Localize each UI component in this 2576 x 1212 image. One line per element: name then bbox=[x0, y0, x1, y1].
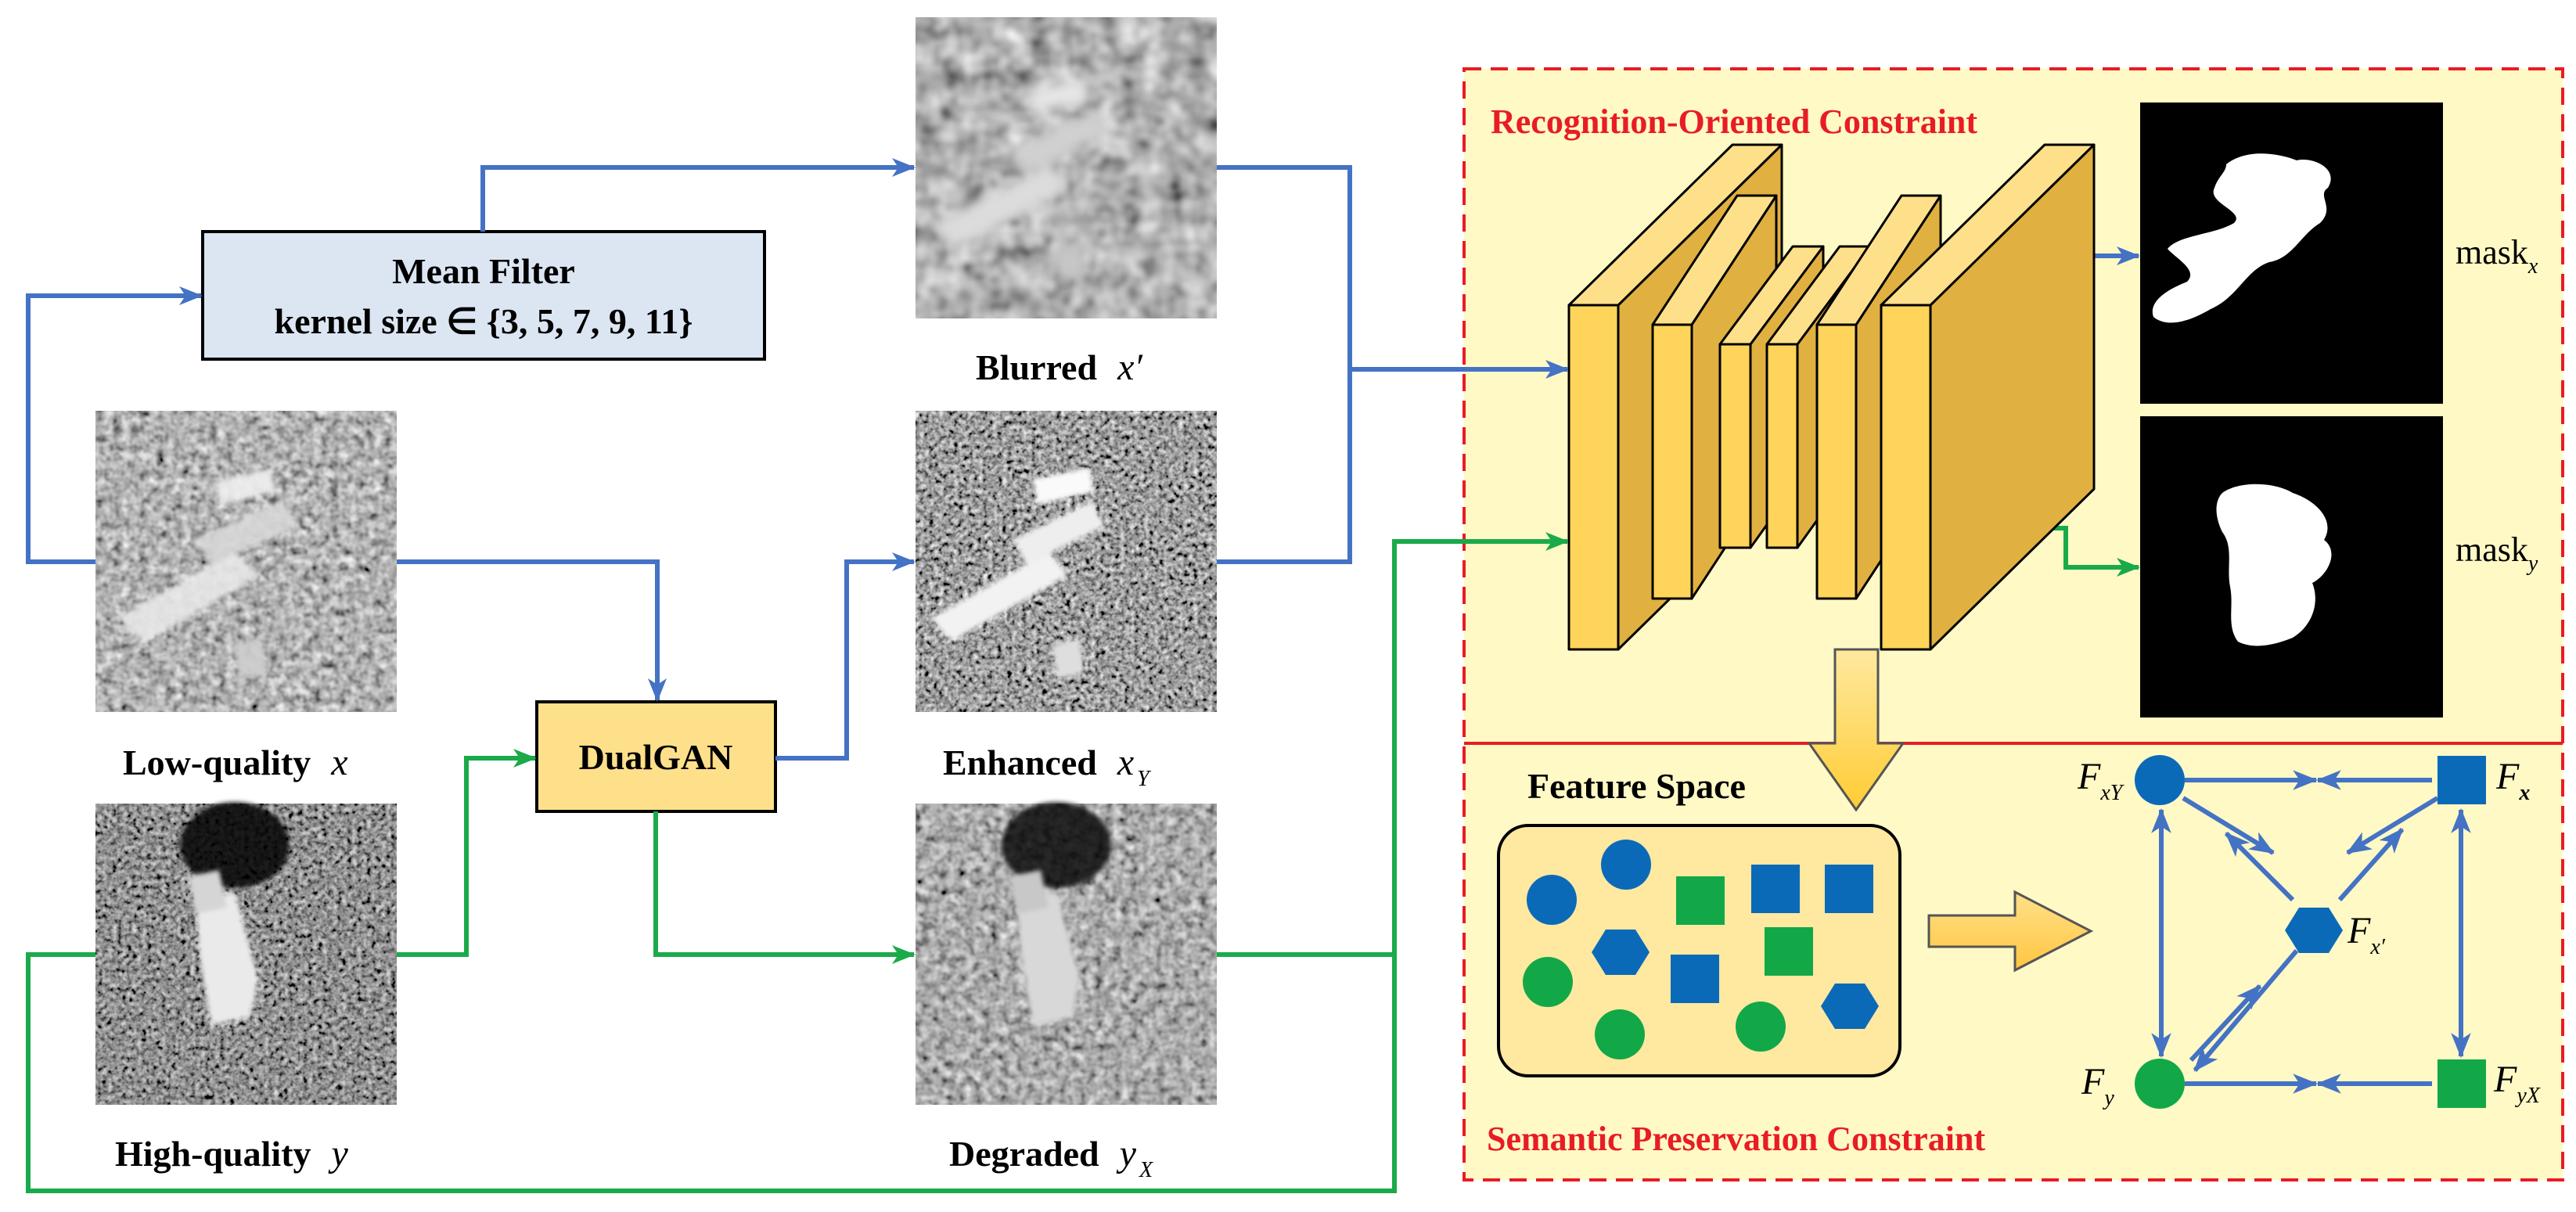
graph-node-fy bbox=[2135, 1059, 2185, 1109]
mask-y-label: masky bbox=[2455, 530, 2538, 576]
mean-filter-box bbox=[201, 230, 766, 361]
feature-point-green-circle bbox=[1736, 1002, 1786, 1052]
constraint-panel-border bbox=[1462, 67, 2564, 1181]
mean-filter-title: Mean Filter bbox=[392, 251, 575, 291]
arrow-lowq-to-dualgan bbox=[397, 559, 667, 702]
arrow-meanfilter-to-blurred bbox=[480, 158, 916, 232]
mask-x-image bbox=[2140, 102, 2443, 404]
graph-node-fx bbox=[2437, 756, 2486, 804]
arrow-green-to-network bbox=[1392, 532, 1569, 955]
feature-point-blue-square bbox=[1751, 865, 1800, 913]
feature-point-blue-circle bbox=[1527, 875, 1577, 925]
low-quality-image bbox=[95, 411, 397, 712]
graph-edge-fx-to-center bbox=[2346, 796, 2439, 855]
mask-x-label: maskx bbox=[2455, 233, 2538, 279]
feature-relation-graph bbox=[2151, 770, 2471, 1094]
graph-node-fxy bbox=[2135, 755, 2185, 805]
arrow-blurred-to-network bbox=[1217, 165, 1352, 564]
recognition-constraint-title: Recognition-Oriented Constraint bbox=[1491, 102, 1977, 141]
enhanced-image bbox=[916, 411, 1217, 712]
network-block-6 bbox=[1880, 143, 2096, 651]
high-quality-image bbox=[95, 802, 397, 1105]
semantic-constraint-title: Semantic Preservation Constraint bbox=[1487, 1120, 1985, 1158]
feature-point-green-square bbox=[1765, 927, 1813, 976]
feature-space-box bbox=[1497, 824, 1901, 1077]
graph-edge-fxy-to-center bbox=[2182, 796, 2275, 855]
graph-label-fyx: FyX bbox=[2493, 1059, 2541, 1108]
graph-node-fyx bbox=[2437, 1059, 2486, 1108]
graph-label-fxp: Fx′ bbox=[2347, 910, 2386, 959]
graph-edge-center-to-fxy bbox=[2224, 831, 2295, 902]
down-arrow-to-feature-space bbox=[1807, 648, 1905, 812]
feature-space-title: Feature Space bbox=[1527, 766, 1746, 806]
right-arrow-to-graph bbox=[1927, 890, 2094, 973]
feature-point-blue-square bbox=[1825, 865, 1873, 913]
feature-point-green-square bbox=[1676, 876, 1725, 925]
graph-edge-center-to-fx bbox=[2337, 828, 2405, 901]
arrow-highq-loop bbox=[26, 952, 1397, 1193]
dualgan-label: DualGAN bbox=[579, 737, 733, 777]
blurred-image bbox=[916, 17, 1217, 318]
feature-point-blue-hexagon bbox=[1821, 984, 1879, 1029]
feature-point-green-circle bbox=[1595, 1009, 1645, 1059]
feature-point-blue-hexagon bbox=[1592, 930, 1650, 975]
feature-space-points bbox=[1523, 840, 1879, 1059]
segmentation-network bbox=[1567, 143, 2096, 651]
feature-point-green-circle bbox=[1523, 957, 1573, 1007]
arrow-dualgan-to-enhanced bbox=[775, 552, 916, 761]
graph-label-fx: Fx bbox=[2495, 756, 2530, 805]
feature-point-blue-circle bbox=[1601, 840, 1651, 890]
arrow-highq-to-dualgan bbox=[397, 749, 537, 957]
arrow-lowq-to-meanfilter bbox=[26, 286, 203, 564]
feature-point-blue-square bbox=[1671, 955, 1719, 1003]
arrow-dualgan-to-degraded bbox=[653, 811, 916, 964]
graph-label-fxy: FxY bbox=[2077, 756, 2125, 805]
mask-y-image bbox=[2140, 416, 2443, 717]
mean-filter-kernel-size: kernel size ∈ {3, 5, 7, 9, 11} bbox=[275, 301, 693, 341]
degraded-image bbox=[916, 802, 1217, 1105]
graph-edge-center-to-fy bbox=[2193, 949, 2299, 1072]
graph-node-fxp bbox=[2285, 908, 2343, 953]
graph-label-fy: Fy bbox=[2081, 1061, 2114, 1110]
